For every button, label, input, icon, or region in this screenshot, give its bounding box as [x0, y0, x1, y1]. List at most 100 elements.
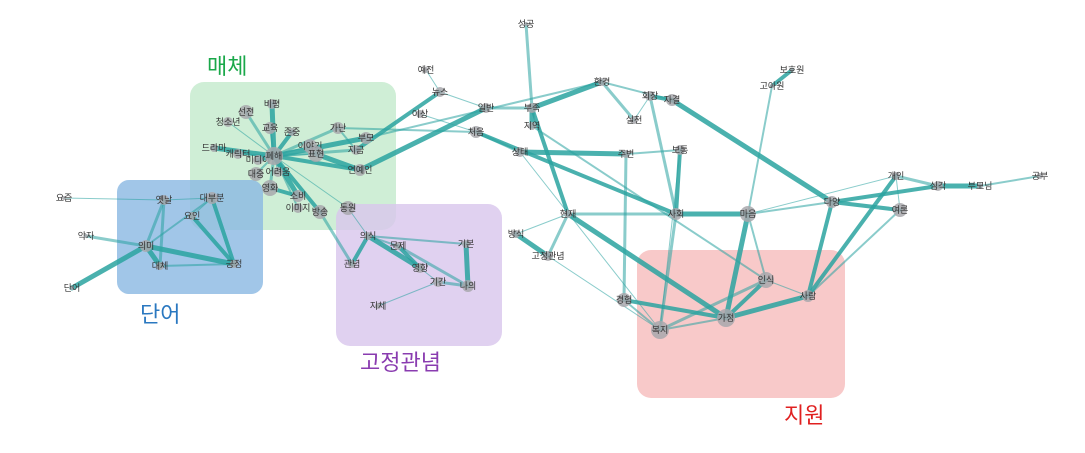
- network-node-label: 사람: [800, 290, 817, 302]
- network-node-label: 현재: [560, 209, 577, 220]
- network-node-label: 다양: [824, 197, 841, 208]
- network-edge: [530, 106, 570, 216]
- network-node: [394, 242, 402, 250]
- network-node-label: 부모님: [968, 181, 993, 192]
- network-node: [758, 272, 774, 288]
- network-node: [341, 201, 355, 215]
- network-node: [892, 172, 900, 180]
- network-node-label: 가난: [330, 123, 347, 134]
- network-node: [826, 196, 838, 208]
- cluster-label-stereotype: 고정관념: [360, 351, 441, 376]
- network-node-label: 교육: [262, 123, 279, 134]
- network-node: [360, 132, 372, 144]
- network-node-label: 성공: [518, 19, 535, 30]
- network-node-label: 개인: [888, 171, 905, 182]
- network-edge: [272, 154, 362, 172]
- network-node-label: 고정관념: [531, 251, 564, 262]
- network-node: [140, 240, 152, 252]
- network-node: [740, 206, 756, 222]
- network-node-label: 캐릭터: [226, 148, 251, 160]
- network-node: [564, 210, 572, 218]
- network-node: [598, 78, 606, 86]
- network-node-label: 방송: [312, 207, 329, 218]
- network-node-label: 방식: [508, 229, 525, 240]
- network-edge: [515, 213, 569, 235]
- network-node: [433, 277, 443, 287]
- network-node: [267, 99, 277, 109]
- network-node-label: 지역: [524, 121, 541, 132]
- network-node: [515, 147, 525, 157]
- network-edge: [439, 91, 487, 109]
- network-node-label: 선전: [238, 107, 255, 118]
- network-node-label: 대중: [248, 169, 265, 180]
- network-edge: [210, 196, 236, 266]
- network-node-label: 나의: [460, 281, 477, 292]
- network-edge: [565, 211, 729, 321]
- network-node-label: 영화: [262, 183, 279, 194]
- network-edge: [648, 94, 678, 216]
- network-edge: [531, 125, 767, 281]
- network-node-label: 이야기: [298, 141, 323, 152]
- network-node-label: 단어: [64, 283, 81, 294]
- network-node-label: 보호원: [780, 65, 805, 76]
- network-node-label: 이미지: [286, 203, 311, 214]
- cluster-label-support: 지원: [784, 404, 824, 429]
- network-node-label: 복지: [652, 325, 669, 336]
- network-node: [666, 94, 678, 106]
- network-edge: [894, 174, 940, 188]
- network-node-label: 자결: [664, 95, 681, 106]
- network-edge: [546, 212, 570, 258]
- network-node-label: 보통: [672, 145, 689, 156]
- network-edge: [145, 197, 213, 247]
- network-edge: [159, 263, 235, 267]
- network-node-label: 악자: [78, 230, 95, 242]
- network-node: [802, 290, 814, 302]
- network-node: [435, 87, 445, 97]
- network-node: [70, 286, 74, 290]
- network-node-label: 요즘: [56, 193, 73, 204]
- network-node: [159, 195, 169, 205]
- network-edge: [806, 200, 834, 298]
- network-node-label: 청소년: [216, 117, 241, 128]
- network-edge: [625, 149, 681, 155]
- network-node-label: 지체: [370, 301, 387, 312]
- network-node-label: 처음: [468, 126, 485, 138]
- network-node-label: 주변: [618, 149, 635, 160]
- network-edge: [337, 127, 477, 133]
- network-node-label: 경험: [616, 294, 633, 306]
- network-node: [223, 117, 233, 127]
- network-node-label: 공부: [1032, 171, 1049, 182]
- network-node: [423, 67, 429, 73]
- network-node: [527, 103, 537, 113]
- network-edge: [357, 105, 489, 173]
- network-node: [230, 260, 238, 268]
- network-node: [790, 68, 794, 72]
- network-edge: [658, 278, 768, 332]
- network-node: [375, 303, 381, 309]
- network-node-label: 존중: [284, 127, 301, 138]
- network-node-label: 이상: [412, 109, 429, 120]
- network-edge: [669, 97, 835, 205]
- network-node: [977, 183, 983, 189]
- network-node-label: 대부분: [200, 193, 225, 204]
- network-edge: [529, 79, 605, 111]
- network-edge: [659, 149, 681, 331]
- network-node: [262, 180, 278, 196]
- network-node-label: 환경: [594, 76, 611, 88]
- network-edge: [519, 151, 661, 331]
- network-edge: [724, 278, 768, 320]
- network-node: [156, 262, 164, 270]
- network-node-label: 지금: [348, 145, 365, 156]
- network-node-label: 소비: [290, 191, 307, 202]
- network-node: [717, 309, 735, 327]
- network-node-label: 인식: [758, 275, 775, 286]
- network-node-label: 영향: [412, 262, 429, 274]
- network-node-label: 회장: [642, 91, 659, 102]
- network-edge: [513, 231, 551, 259]
- network-node-label: 심각: [930, 180, 947, 192]
- network-edge: [674, 148, 682, 216]
- network-node: [651, 321, 669, 339]
- network-node-label: 표현: [308, 149, 325, 160]
- network-node: [293, 203, 303, 213]
